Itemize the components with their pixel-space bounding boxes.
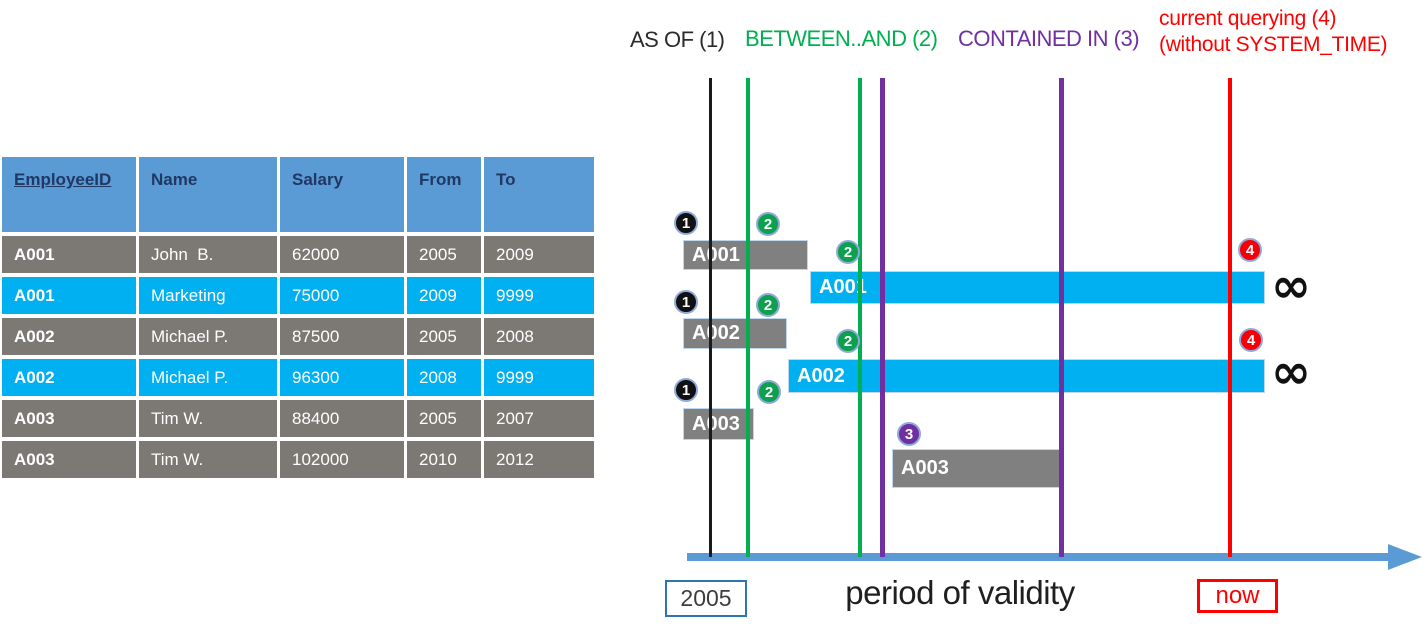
between-start-line [746,78,750,557]
step-badge: 2 [756,212,780,236]
validity-bar-label: A001 [819,276,867,298]
validity-bar: A002 [788,359,1265,393]
contained-start-line [880,78,885,557]
legend-as-of: AS OF (1) [630,27,725,52]
cell-employeeid: A001 [2,277,136,314]
header-name: Name [139,157,277,232]
validity-bar: A003 [892,449,1062,488]
cell-from: 2008 [407,359,481,396]
validity-bar: A002 [683,318,787,349]
time-axis [687,553,1390,561]
cell-to: 9999 [484,277,594,314]
between-end-line [858,78,862,557]
header-salary: Salary [280,157,404,232]
step-badge: 2 [836,240,860,264]
legend-between-and: BETWEEN..AND (2) [745,26,938,51]
table-row: A002 Michael P. 87500 2005 2008 [2,318,594,355]
table-header-row: EmployeeID Name Salary From To [2,157,594,232]
now-box: now [1197,579,1278,613]
table-row: A001 John B. 62000 2005 2009 [2,236,594,273]
legend-current-querying-line2: (without SYSTEM_TIME) [1159,32,1388,56]
table-row: A003 Tim W. 102000 2010 2012 [2,441,594,478]
cell-salary: 87500 [280,318,404,355]
cell-from: 2009 [407,277,481,314]
cell-name: Marketing [139,277,277,314]
cell-name: Tim W. [139,441,277,478]
header-to: To [484,157,594,232]
header-from: From [407,157,481,232]
validity-bar-label: A002 [797,364,845,387]
cell-from: 2005 [407,400,481,437]
cell-employeeid: A002 [2,318,136,355]
legend-current-querying: current querying (4) (without SYSTEM_TIM… [1159,6,1388,57]
legend-contained-in: CONTAINED IN (3) [958,26,1140,51]
step-badge: 3 [897,422,921,446]
table-row: A002 Michael P. 96300 2008 9999 [2,359,594,396]
cell-name: Michael P. [139,359,277,396]
table-row: A003 Tim W. 88400 2005 2007 [2,400,594,437]
now-line [1228,78,1232,557]
header-employeeid: EmployeeID [2,157,136,232]
step-badge: 2 [836,329,860,353]
cell-employeeid: A003 [2,441,136,478]
cell-name: John B. [139,236,277,273]
cell-salary: 88400 [280,400,404,437]
validity-bar-label: A003 [901,457,949,479]
as-of-line [709,78,712,557]
step-badge: 1 [674,290,698,314]
cell-to: 2009 [484,236,594,273]
employee-history-table: EmployeeID Name Salary From To A001 John… [0,153,597,482]
table-row: A001 Marketing 75000 2009 9999 [2,277,594,314]
cell-to: 2008 [484,318,594,355]
cell-salary: 96300 [280,359,404,396]
legend-current-querying-line1: current querying (4) [1159,7,1337,30]
contained-end-line [1059,78,1064,557]
step-badge: 4 [1239,328,1263,352]
cell-employeeid: A003 [2,400,136,437]
cell-from: 2010 [407,441,481,478]
cell-employeeid: A002 [2,359,136,396]
cell-to: 2012 [484,441,594,478]
validity-bar-label: A001 [692,243,740,266]
step-badge: 2 [756,293,780,317]
step-badge: 4 [1238,238,1262,262]
step-badge: 2 [757,380,781,404]
step-badge: 1 [674,211,698,235]
cell-salary: 75000 [280,277,404,314]
validity-bar: A001 [683,240,808,270]
cell-from: 2005 [407,318,481,355]
infinity-icon: ∞ [1271,344,1311,400]
validity-bar-label: A003 [692,412,740,435]
validity-bar-label: A002 [692,322,740,344]
cell-salary: 102000 [280,441,404,478]
cell-name: Michael P. [139,318,277,355]
cell-name: Tim W. [139,400,277,437]
start-year-box: 2005 [665,580,747,617]
validity-bar: A001 [810,271,1265,304]
validity-bar: A003 [683,408,754,440]
cell-to: 9999 [484,359,594,396]
cell-employeeid: A001 [2,236,136,273]
step-badge: 1 [674,378,698,402]
infinity-icon: ∞ [1271,258,1311,314]
axis-caption: period of validity [845,574,1075,611]
cell-salary: 62000 [280,236,404,273]
axis-arrowhead-icon [1388,544,1422,570]
cell-to: 2007 [484,400,594,437]
cell-from: 2005 [407,236,481,273]
